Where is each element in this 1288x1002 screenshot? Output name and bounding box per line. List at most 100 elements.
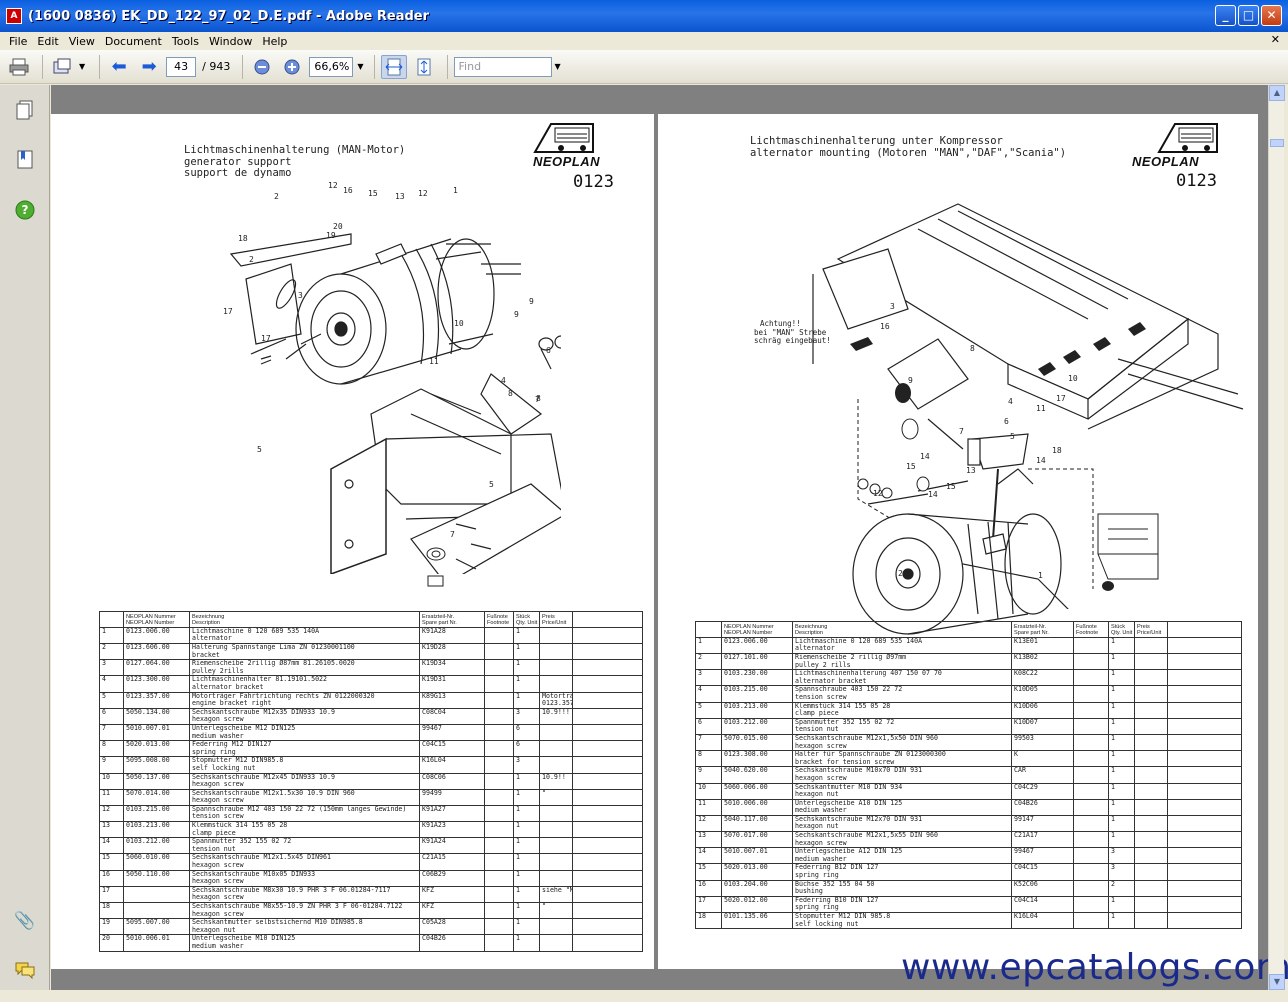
pages-icon[interactable] — [14, 99, 36, 121]
zoom-level-input[interactable]: 66,6% — [309, 56, 354, 77]
table-cell — [1073, 911, 1109, 930]
comments-icon[interactable] — [14, 959, 36, 981]
cell-subline: pulley 2rills — [192, 666, 244, 675]
table-cell: 5040.620.00 — [721, 766, 793, 784]
cell-line: 5070.015.00 — [724, 734, 768, 742]
table-cell — [1073, 863, 1109, 881]
cell-line: 1 — [516, 675, 520, 684]
cell-line: K — [1014, 750, 1018, 759]
callout-number: 17 — [223, 307, 233, 316]
cell-line: 15 — [698, 863, 706, 872]
fit-width-icon[interactable] — [380, 54, 407, 79]
menu-window[interactable]: Window — [208, 34, 253, 48]
email-dropdown-icon[interactable]: ▼ — [79, 62, 86, 71]
table-cell — [572, 642, 643, 661]
zoom-dropdown-icon[interactable]: ▼ — [357, 62, 364, 71]
table-cell: KFZ — [419, 885, 485, 904]
menu-help[interactable]: Help — [262, 34, 288, 48]
caption-line: generator support — [184, 155, 292, 168]
menu-document[interactable]: Document — [104, 34, 162, 48]
cell-line: Sechskantschraube M12x45 DIN933 10.9 — [192, 773, 335, 781]
cell-line: 16 — [102, 870, 110, 878]
table-cell: 99467 — [1011, 847, 1074, 865]
find-input[interactable]: Find — [453, 56, 552, 77]
bookmarks-icon[interactable] — [14, 149, 36, 171]
previous-page-icon[interactable]: ⬅ — [111, 56, 127, 77]
attachments-icon[interactable]: 📎 — [14, 911, 36, 931]
cell-line: 6 — [102, 708, 106, 716]
table-cell — [484, 675, 514, 693]
cell-subline: medium washer — [192, 941, 244, 950]
table-cell — [1167, 879, 1242, 897]
scroll-down-icon[interactable]: ▼ — [1269, 974, 1285, 990]
print-icon[interactable] — [6, 55, 32, 79]
fit-page-icon[interactable] — [411, 55, 437, 79]
table-cell: 18 — [695, 911, 722, 930]
help-icon[interactable]: ? — [14, 199, 36, 221]
cell-line: 1 — [1111, 766, 1115, 775]
menu-tools[interactable]: Tools — [171, 34, 199, 48]
cell-line: 2 — [102, 643, 106, 651]
table-cell: 5095.007.00 — [123, 918, 190, 936]
table-cell — [1167, 701, 1242, 719]
maximize-button[interactable]: □ — [1238, 5, 1259, 26]
table-cell: C04C15 — [419, 740, 485, 758]
table-cell — [1073, 879, 1109, 897]
menu-file[interactable]: File — [9, 34, 28, 48]
callout-number: 1 — [1038, 571, 1043, 580]
zoom-in-icon[interactable] — [279, 55, 305, 79]
table-header-cell — [99, 611, 124, 628]
cell-line: Federring B10 DIN 127 — [795, 896, 879, 904]
scroll-up-icon[interactable]: ▲ — [1269, 85, 1285, 101]
find-dropdown-icon[interactable]: ▼ — [554, 62, 561, 71]
table-cell — [572, 837, 643, 855]
table-cell: 3 — [1108, 847, 1135, 865]
table-cell: 0127.064.00 — [123, 659, 190, 677]
scroll-thumb[interactable] — [1270, 139, 1284, 147]
callout-number: 16 — [343, 186, 353, 195]
page-number-input[interactable]: 43 — [166, 56, 197, 77]
table-cell: 3 — [513, 707, 540, 725]
cell-line: K19D28 — [422, 643, 446, 651]
table-cell: 2 — [99, 642, 124, 661]
table-cell: 1 — [513, 642, 540, 661]
table-cell: 0103.212.00 — [123, 837, 190, 855]
email-icon[interactable] — [49, 55, 75, 79]
table-cell: 5010.007.01 — [721, 847, 793, 865]
cell-line: 0103.215.00 — [724, 685, 768, 694]
menu-edit[interactable]: Edit — [37, 34, 59, 48]
cell-line: Spannmutter 352 155 02 72 — [192, 837, 292, 846]
next-page-icon[interactable]: ➡ — [141, 56, 157, 77]
zoom-out-icon[interactable] — [249, 55, 275, 79]
callout-number: 15 — [946, 482, 956, 491]
close-button[interactable]: ✕ — [1261, 5, 1282, 26]
table-cell: 1 — [99, 626, 124, 645]
cell-line: 7 — [698, 734, 702, 742]
table-cell: C04C15 — [1011, 863, 1074, 881]
table-cell — [539, 934, 573, 952]
table-cell — [1073, 766, 1109, 784]
cell-line: Halter für Spannschraube ZN 0123000300 — [795, 750, 946, 759]
table-cell — [539, 869, 573, 887]
cell-line: 99503 — [1014, 734, 1034, 742]
menu-view[interactable]: View — [68, 34, 95, 48]
callout-number: 7 — [959, 427, 964, 436]
document-viewer[interactable]: Lichtmaschinenhalterung (MAN-Motor) gene… — [51, 85, 1288, 990]
table-cell — [572, 885, 643, 904]
document-close-icon[interactable]: ✕ — [1270, 33, 1280, 46]
table-cell: K91A27 — [419, 804, 485, 823]
table-cell: 5050.137.00 — [123, 772, 190, 790]
callout-number: 6 — [546, 346, 551, 355]
table-cell — [484, 788, 514, 806]
cell-line: 6 — [516, 740, 520, 749]
minimize-button[interactable]: _ — [1215, 5, 1236, 26]
vertical-scrollbar[interactable]: ▲ ▼ — [1268, 85, 1285, 990]
